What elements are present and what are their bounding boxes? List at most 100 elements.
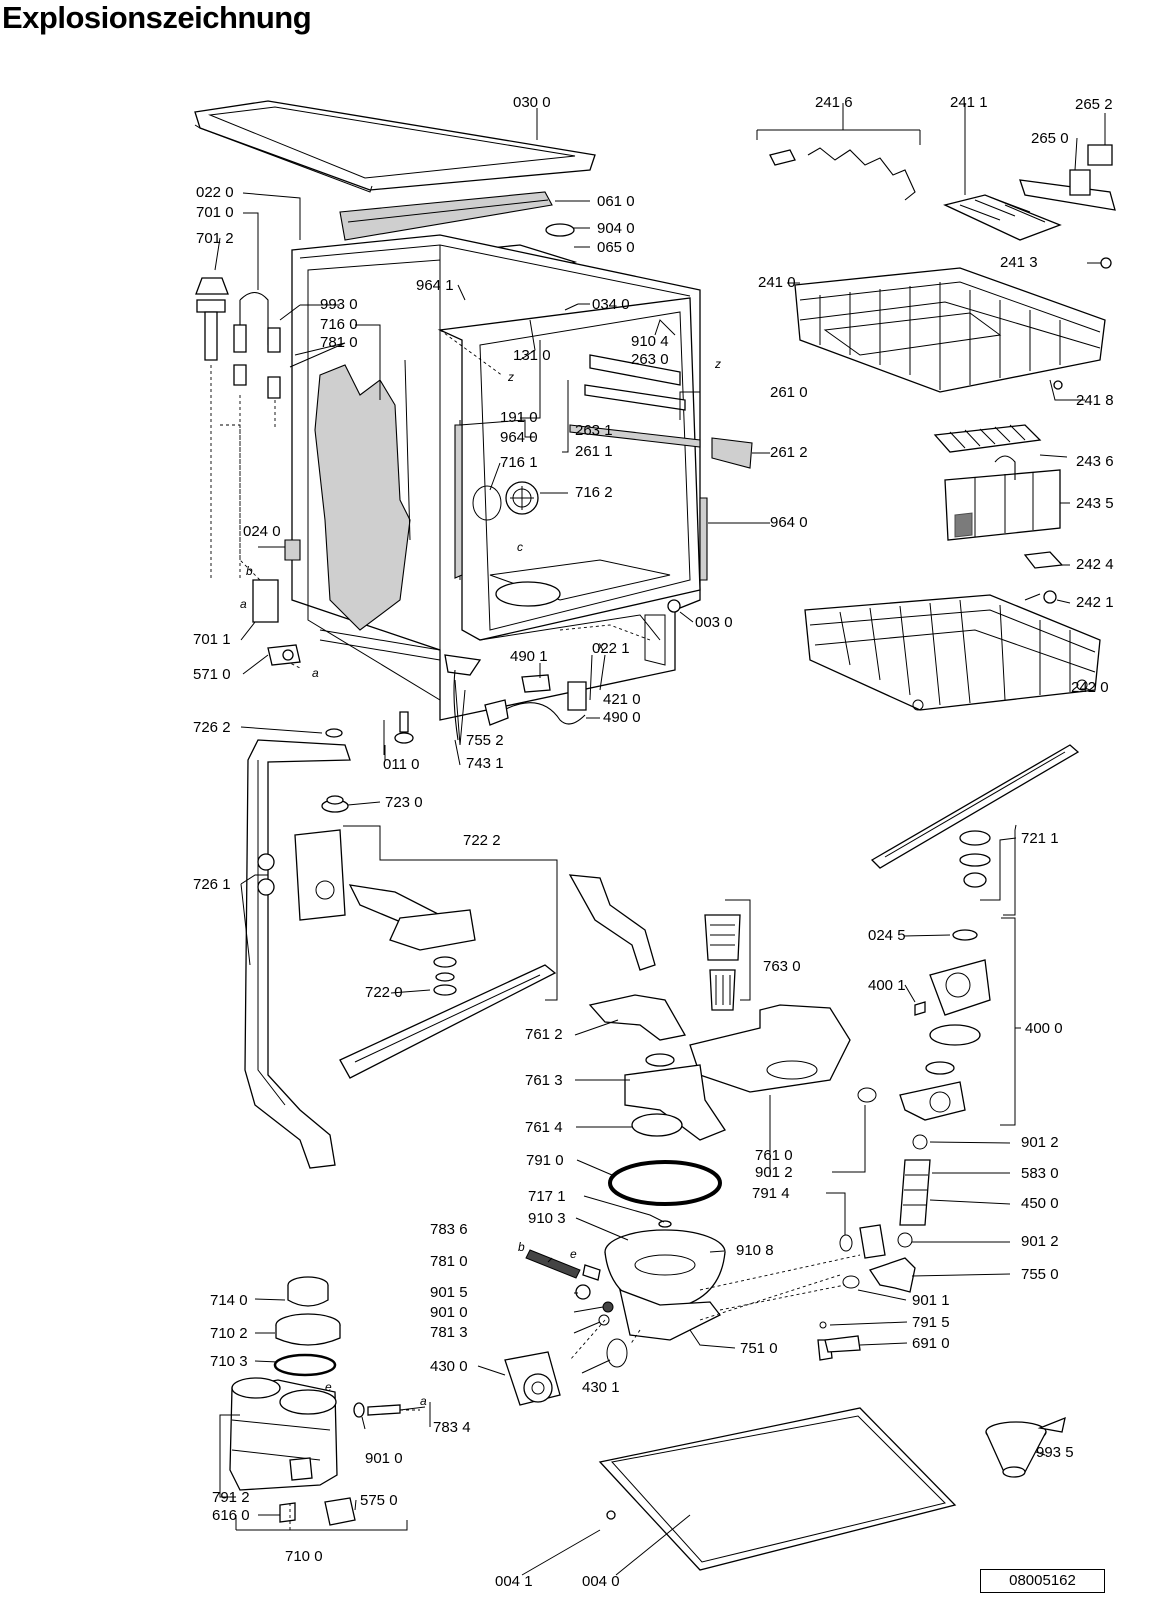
part-label: 791 4 [752, 1185, 790, 1202]
part-label: 263 0 [631, 351, 669, 368]
part-label: 910 4 [631, 333, 669, 350]
part-label: 242 0 [1071, 679, 1109, 696]
part-label: 261 2 [770, 444, 808, 461]
part-label: 964 0 [770, 514, 808, 531]
part-label: 722 0 [365, 984, 403, 1001]
hinge-part [284, 539, 301, 561]
sump-cover-part [624, 1053, 726, 1141]
hose-clamp-part [842, 1275, 860, 1289]
connection-letter: e [570, 1247, 577, 1261]
connection-letter: a [420, 1394, 427, 1408]
part-label: 710 2 [210, 1325, 248, 1342]
filter-holder-part [588, 994, 687, 1041]
part-label: 065 0 [597, 239, 635, 256]
part-label: 261 1 [575, 443, 613, 460]
part-label: 716 0 [320, 316, 358, 333]
clip-part [1100, 257, 1112, 269]
part-label: 714 0 [210, 1292, 248, 1309]
strip-part [699, 497, 708, 581]
part-label: 761 4 [525, 1119, 563, 1136]
drain-hose-small [453, 669, 459, 741]
part-label: 024 5 [868, 927, 906, 944]
connection-letter: x [597, 639, 605, 653]
sensor-part [279, 1502, 296, 1523]
part-label: 490 1 [510, 648, 548, 665]
hose-bracket-part [444, 654, 482, 676]
part-label: 024 0 [243, 523, 281, 540]
part-label: 241 1 [950, 94, 988, 111]
part-label: 901 2 [1021, 1233, 1059, 1250]
rail-strip-part [454, 424, 463, 579]
sump-seal-ring [608, 1160, 722, 1206]
power-cable-part [484, 674, 587, 726]
spray-arm-part [339, 956, 557, 1079]
part-label: 241 3 [1000, 254, 1038, 271]
part-label: 265 0 [1031, 130, 1069, 147]
seal-ring-part [472, 485, 502, 521]
hose-clamp-part [897, 1232, 913, 1248]
part-label: 242 1 [1076, 594, 1114, 611]
part-label: 964 0 [500, 429, 538, 446]
rack-rail-part [769, 147, 916, 201]
part-label: 783 6 [430, 1221, 468, 1238]
circulation-pump-part [899, 929, 991, 1121]
part-label: 571 0 [193, 666, 231, 683]
hose-part [353, 1402, 401, 1418]
filter-part [704, 914, 741, 1011]
part-label: 910 8 [736, 1242, 774, 1259]
assembly-guide-lines [289, 262, 1100, 1530]
heater-part [525, 1249, 601, 1281]
upper-basket-part [794, 267, 1106, 393]
part-label: 265 2 [1075, 96, 1113, 113]
part-label: 242 4 [1076, 556, 1114, 573]
seal-part [575, 1284, 591, 1300]
sieve-disc-part [631, 1113, 683, 1137]
connection-letter: b [246, 564, 253, 578]
part-label: 241 8 [1076, 392, 1114, 409]
part-label: 400 0 [1025, 1020, 1063, 1037]
gasket-mat-part [689, 1004, 851, 1093]
salt-funnel-part [985, 1416, 1066, 1478]
part-label: 003 0 [695, 614, 733, 631]
base-plate-part [598, 1407, 957, 1571]
part-label: 964 1 [416, 277, 454, 294]
cutlery-grid-part [933, 424, 1042, 453]
connection-letter: e [325, 1380, 332, 1394]
adapter-part [859, 1224, 886, 1259]
part-label: 701 0 [196, 204, 234, 221]
part-label: 450 0 [1021, 1195, 1059, 1212]
part-label: 721 1 [1021, 830, 1059, 847]
insulation-part [339, 191, 553, 241]
roller-part [1043, 590, 1057, 604]
connector-part [321, 795, 349, 813]
leader-lines [214, 103, 1106, 1576]
document-number: 08005162 [980, 1569, 1105, 1593]
part-label: 022 1 [592, 640, 630, 657]
page-title: Explosionszeichnung [2, 0, 312, 35]
hose-clamp-part [912, 1134, 928, 1150]
part-label: 004 0 [582, 1573, 620, 1590]
part-label: 751 0 [740, 1340, 778, 1357]
duct-part [568, 874, 656, 971]
part-label: 904 0 [597, 220, 635, 237]
connection-letter: c [517, 540, 523, 554]
seal-part [839, 1234, 853, 1252]
part-label: 910 3 [528, 1210, 566, 1227]
foot-part [667, 599, 681, 613]
elbow-part [868, 1257, 916, 1293]
part-label: 261 0 [770, 384, 808, 401]
bar-part [569, 424, 701, 448]
connection-letter: z [507, 370, 514, 384]
cutlery-basket-part [944, 455, 1061, 541]
part-label: 761 3 [525, 1072, 563, 1089]
part-label: 400 1 [868, 977, 906, 994]
water-inlet-part [505, 481, 539, 515]
water-softener-part [229, 1276, 341, 1491]
supply-pipe-part [244, 728, 351, 1169]
hose-clamp-part [857, 1087, 877, 1103]
connection-letter: z [714, 357, 721, 371]
part-label: 022 0 [196, 184, 234, 201]
connection-letter: b [518, 1240, 525, 1254]
spray-arm-housing-part [294, 829, 476, 951]
part-label: 783 4 [433, 1419, 471, 1436]
